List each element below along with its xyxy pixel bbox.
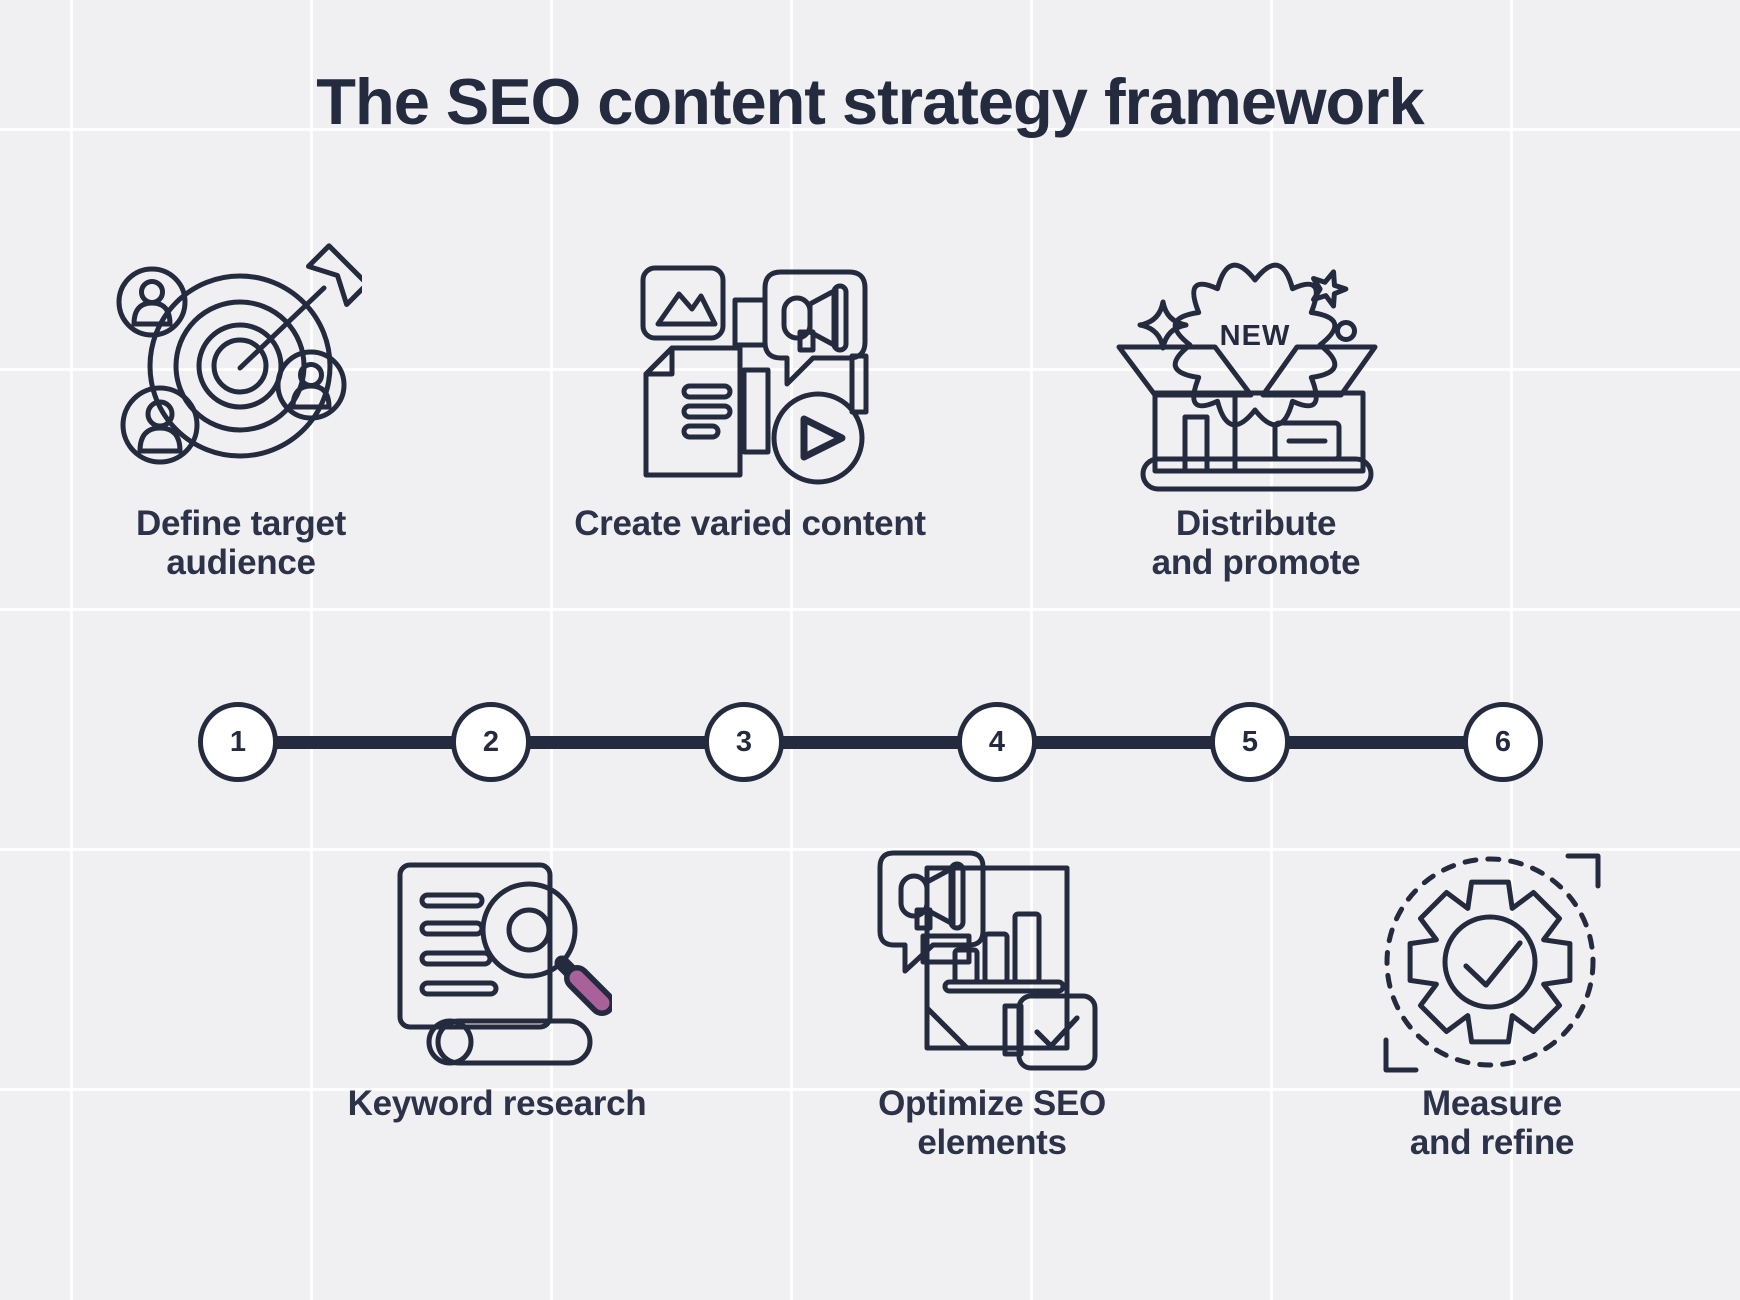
- step-6-label-line2: and refine: [1409, 1123, 1575, 1163]
- step-6-label-line1: Measure: [1422, 1084, 1562, 1123]
- timeline-node-2: 2: [451, 702, 531, 782]
- step-5: NEW: [1085, 245, 1415, 495]
- distribute-promote-icon: NEW: [1116, 262, 1378, 492]
- timeline-node-4: 4: [957, 702, 1037, 782]
- measure-refine-icon: [1383, 853, 1601, 1073]
- step-1-label: Define target audience: [31, 504, 451, 582]
- timeline-number-5: 5: [1241, 725, 1259, 758]
- step-4-label-line2: elements: [917, 1123, 1067, 1163]
- step-1-label-line1: Define target: [135, 504, 347, 543]
- timeline-number-2: 2: [482, 725, 500, 758]
- step-2-label-line1: Keyword research: [347, 1084, 647, 1123]
- timeline-number-4: 4: [988, 725, 1006, 758]
- new-badge: NEW: [1220, 320, 1291, 352]
- timeline-number-3: 3: [735, 725, 753, 758]
- step-6: [1372, 842, 1612, 1087]
- timeline-node-1: 1: [198, 702, 278, 782]
- timeline-number-1: 1: [229, 725, 247, 758]
- step-4-label-line1: Optimize SEO: [878, 1084, 1106, 1123]
- step-2-label: Keyword research: [287, 1084, 707, 1123]
- step-1: [112, 238, 362, 488]
- step-3-label-line1: Create varied content: [574, 504, 926, 543]
- timeline-number-6: 6: [1494, 725, 1512, 758]
- page-title: The SEO content strategy framework: [316, 65, 1424, 138]
- step-2: [372, 853, 612, 1078]
- step-3-label: Create varied content: [540, 504, 960, 543]
- varied-content-icon: [640, 265, 869, 485]
- step-1-label-line2: audience: [166, 543, 316, 583]
- timeline-node-3: 3: [704, 702, 784, 782]
- step-5-label-line2: and promote: [1151, 543, 1361, 583]
- step-5-label: Distribute and promote: [1046, 504, 1466, 582]
- step-3: [630, 230, 880, 485]
- keyword-research-icon: [397, 862, 612, 1066]
- optimize-seo-icon: [877, 850, 1098, 1071]
- timeline-node-5: 5: [1210, 702, 1290, 782]
- step-4-label: Optimize SEO elements: [782, 1084, 1202, 1162]
- step-6-label: Measure and refine: [1282, 1084, 1702, 1162]
- timeline-line: [238, 736, 1503, 749]
- step-5-label-line1: Distribute: [1175, 504, 1337, 543]
- step-4: [875, 848, 1105, 1078]
- target-audience-icon: [116, 243, 362, 465]
- timeline-node-6: 6: [1463, 702, 1543, 782]
